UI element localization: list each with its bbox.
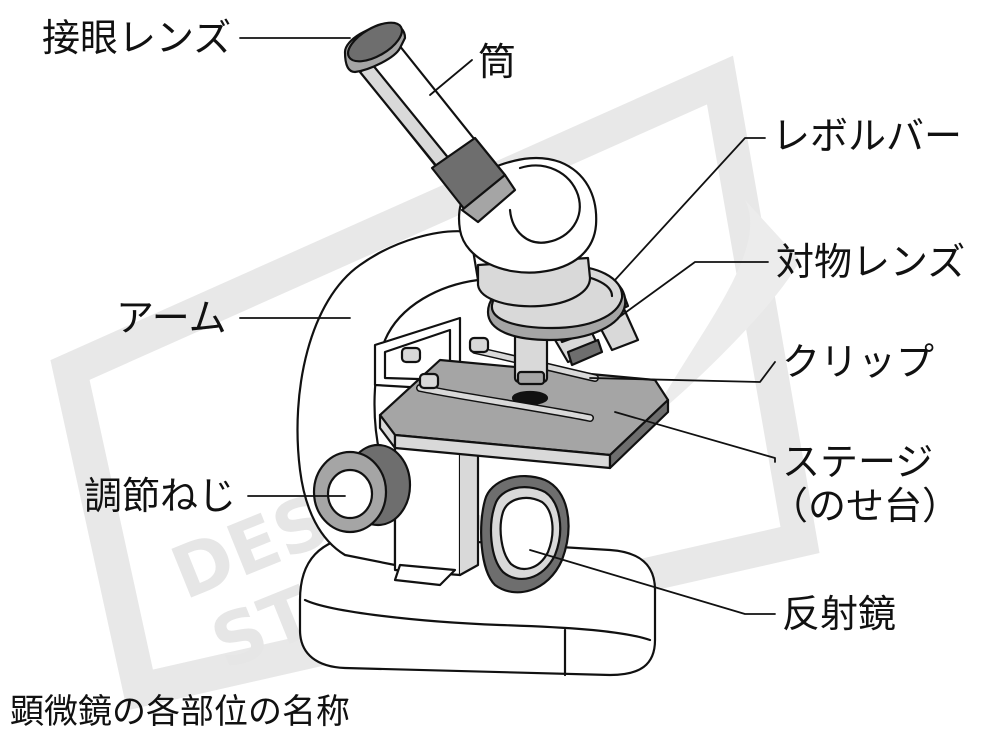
label-clip: クリップ (782, 340, 935, 384)
leader-objective (617, 261, 769, 319)
leader-lines (239, 37, 776, 615)
base (298, 533, 657, 677)
label-objective-lens: 対物レンズ (776, 240, 966, 284)
leader-revolver (614, 137, 766, 281)
leader-clip (589, 361, 776, 383)
tube (353, 38, 517, 224)
eyepiece (343, 21, 407, 74)
label-revolver: レボルバー (772, 114, 963, 158)
focus-knob (312, 443, 412, 534)
diagram-caption: 顕微鏡の各部位の名称 (10, 692, 350, 732)
label-eyepiece: 接眼レンズ (42, 16, 232, 60)
leader-mirror (529, 549, 776, 615)
label-focus-knob: 調節ねじ (84, 474, 237, 518)
label-stage-subtitle: （のせ台） (770, 484, 961, 528)
label-stage: ステージ (782, 440, 934, 484)
label-arm: アーム (116, 296, 227, 340)
mirror (480, 475, 570, 594)
label-mirror: 反射鏡 (782, 592, 897, 636)
stage-pillar (393, 438, 480, 587)
label-tube: 筒 (478, 40, 517, 84)
leader-stage (614, 411, 776, 463)
watermark-brush-mark (650, 200, 800, 420)
leader-tube (429, 59, 473, 96)
